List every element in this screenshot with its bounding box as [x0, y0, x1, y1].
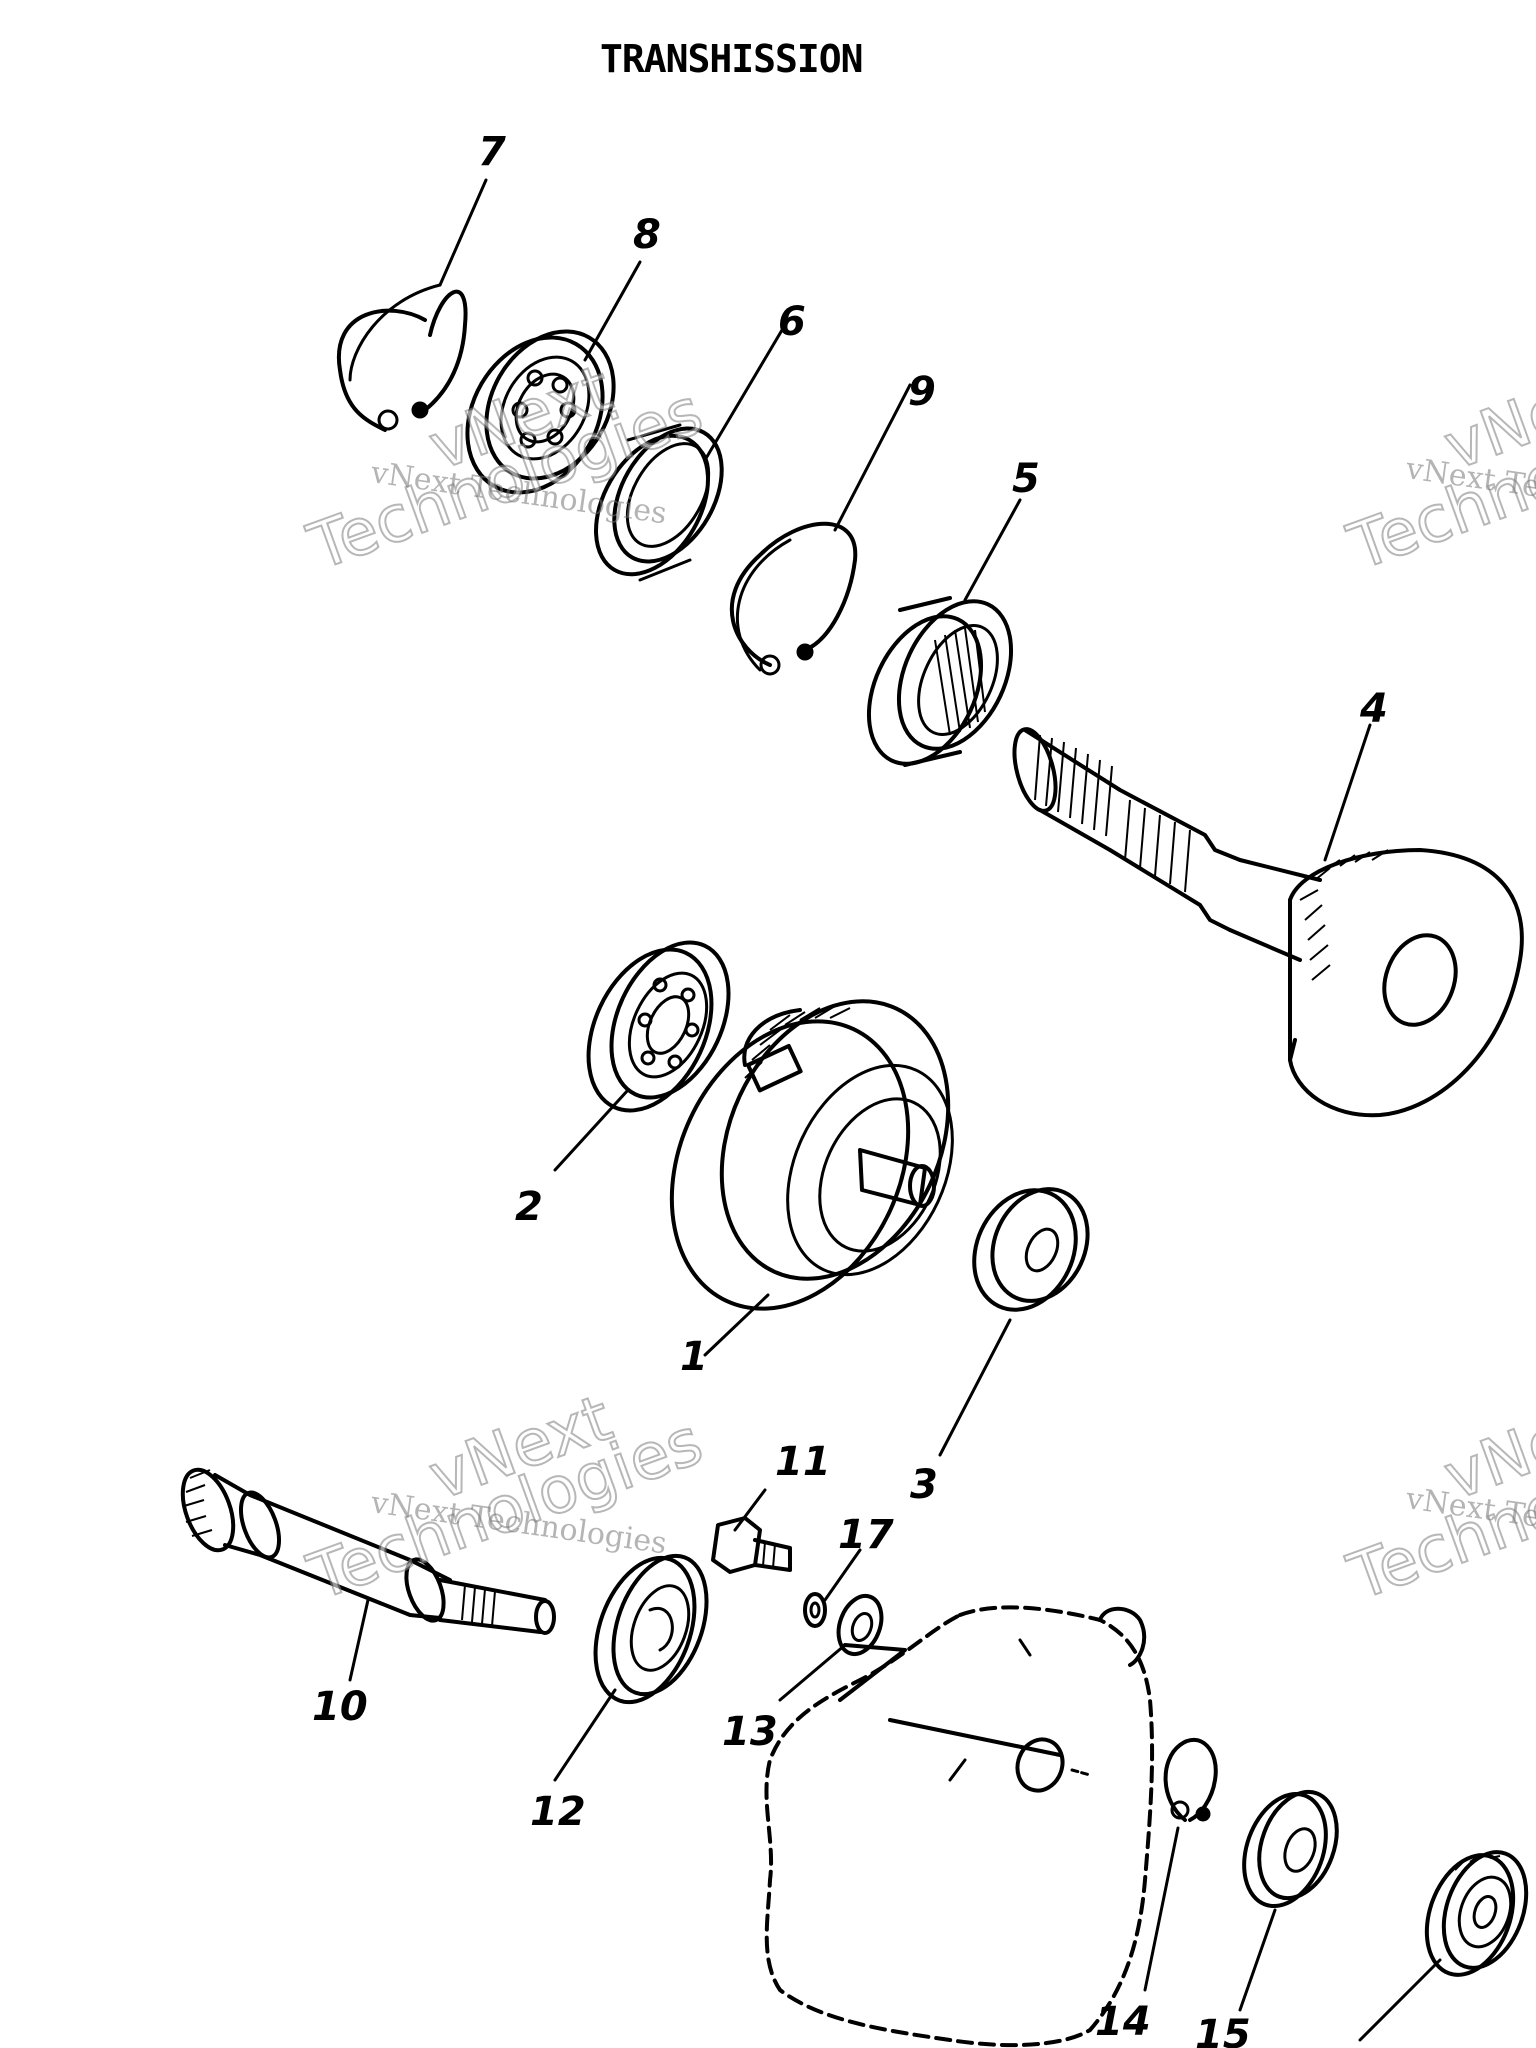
part-3-washer — [972, 1187, 1090, 1312]
callout-13: 13 — [722, 1709, 778, 1755]
callout-6: 6 — [778, 299, 806, 345]
callout-10: 10 — [312, 1684, 368, 1730]
part-13-washer — [836, 1593, 884, 1657]
part-14-circlip — [1163, 1738, 1218, 1822]
part-11-bolt — [711, 1516, 792, 1574]
callout-8: 8 — [633, 212, 661, 258]
part-6-ring — [594, 423, 724, 582]
part-12-bearing — [593, 1553, 709, 1705]
callout-3: 3 — [910, 1462, 938, 1508]
callout-7: 7 — [478, 129, 506, 175]
callout-12: 12 — [530, 1789, 586, 1835]
callout-14: 14 — [1095, 1999, 1151, 2045]
cover-gasket — [764, 1605, 1155, 2048]
callout-15: 15 — [1195, 2012, 1251, 2048]
callout-4: 4 — [1359, 686, 1388, 732]
part-1-gear-drum — [669, 999, 954, 1311]
part-10-pinion-shaft — [180, 1467, 556, 1635]
part-4-shaft-gear — [1012, 727, 1524, 1118]
part-17-small-washer — [803, 1592, 827, 1628]
leader-lines — [348, 178, 1442, 2042]
watermarks: vNext Technologies vNext Technologies vN… — [298, 351, 1536, 1617]
callout-1: 1 — [680, 1334, 708, 1380]
part-5-needle-bearing — [866, 596, 1014, 767]
callout-5: 5 — [1012, 456, 1040, 502]
part-7-circlip — [336, 283, 468, 432]
callout-17: 17 — [838, 1512, 894, 1558]
callout-11: 11 — [775, 1439, 831, 1485]
part-8-ball-bearing — [465, 329, 616, 495]
part-15-washer — [1242, 1789, 1339, 1909]
callout-2: 2 — [515, 1184, 543, 1230]
part-bottom-right-bearing — [1424, 1850, 1529, 1977]
callout-numbers: 7 8 6 9 5 4 2 1 3 10 11 17 13 12 14 15 — [312, 129, 1388, 2048]
callout-9: 9 — [908, 369, 936, 415]
part-9-circlip — [729, 521, 858, 676]
diagram-title: TRANSHISSION — [600, 37, 863, 81]
part-2-ball-bearing — [586, 940, 731, 1113]
